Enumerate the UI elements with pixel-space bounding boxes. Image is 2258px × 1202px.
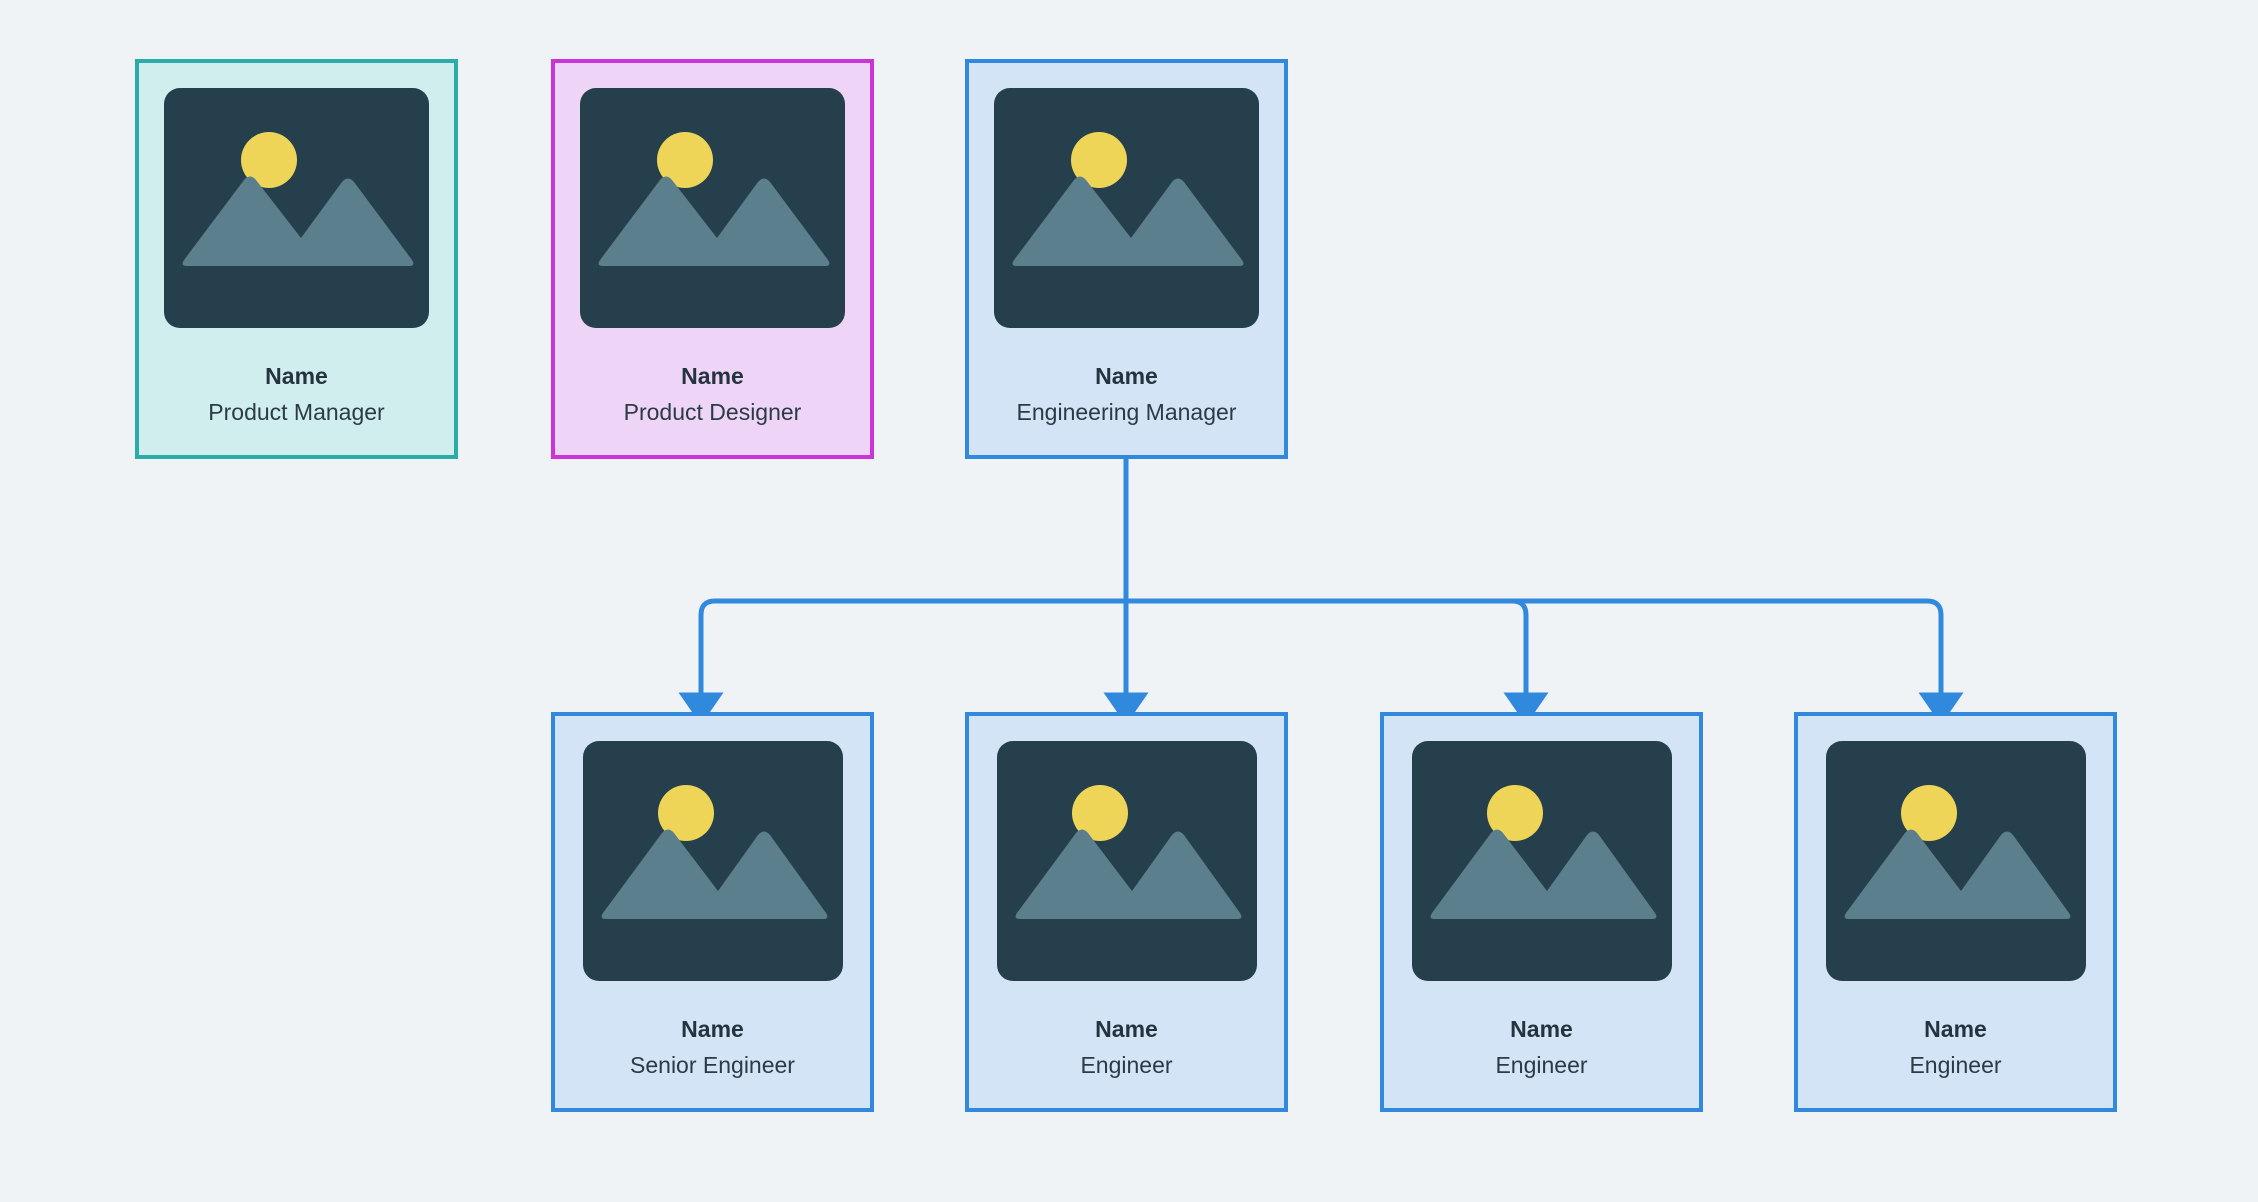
- mountain-icon: [1844, 829, 2070, 919]
- image-placeholder-icon: [582, 741, 843, 981]
- mountain-icon: [182, 176, 414, 266]
- mountain-icon: [601, 829, 827, 919]
- sun-icon: [657, 132, 713, 188]
- node-role: Engineer: [1495, 1052, 1588, 1079]
- mountain-icon: [1015, 829, 1241, 919]
- sun-icon: [1900, 785, 1957, 841]
- connector-em-to-engineer-3: [1126, 598, 1964, 725]
- org-node-senior-engineer[interactable]: Name Senior Engineer: [551, 712, 874, 1112]
- mountain-icon: [1012, 176, 1244, 266]
- image-placeholder-icon: [164, 88, 429, 328]
- image-placeholder-icon: [994, 88, 1259, 328]
- org-node-engineering-manager[interactable]: Name Engineering Manager: [965, 59, 1288, 459]
- node-name: Name: [1510, 1016, 1573, 1042]
- image-placeholder-icon: [996, 741, 1257, 981]
- connector-em-to-engineer-2: [1126, 598, 1549, 725]
- node-role: Product Manager: [208, 399, 385, 426]
- image-placeholder-icon: [1411, 741, 1672, 981]
- node-name: Name: [1095, 1016, 1158, 1042]
- node-role: Senior Engineer: [630, 1052, 795, 1079]
- sun-icon: [1071, 132, 1127, 188]
- org-node-product-manager[interactable]: Name Product Manager: [135, 59, 458, 459]
- image-placeholder-icon: [580, 88, 845, 328]
- sun-icon: [1071, 785, 1128, 841]
- sun-icon: [657, 785, 714, 841]
- node-role: Engineering Manager: [1016, 399, 1237, 426]
- sun-icon: [241, 132, 297, 188]
- node-name: Name: [265, 363, 328, 389]
- image-placeholder-icon: [1825, 741, 2086, 981]
- org-node-engineer-3[interactable]: Name Engineer: [1794, 712, 2117, 1112]
- node-name: Name: [1095, 363, 1158, 389]
- org-node-engineer-2[interactable]: Name Engineer: [1380, 712, 1703, 1112]
- node-name: Name: [681, 1016, 744, 1042]
- node-name: Name: [1924, 1016, 1987, 1042]
- node-role: Product Designer: [623, 399, 802, 426]
- connector-em-to-senior-engineer: [678, 598, 1126, 725]
- node-role: Engineer: [1909, 1052, 2002, 1079]
- node-role: Engineer: [1080, 1052, 1173, 1079]
- org-node-engineer-1[interactable]: Name Engineer: [965, 712, 1288, 1112]
- mountain-icon: [598, 176, 830, 266]
- sun-icon: [1486, 785, 1543, 841]
- org-node-product-designer[interactable]: Name Product Designer: [551, 59, 874, 459]
- node-name: Name: [681, 363, 744, 389]
- mountain-icon: [1430, 829, 1656, 919]
